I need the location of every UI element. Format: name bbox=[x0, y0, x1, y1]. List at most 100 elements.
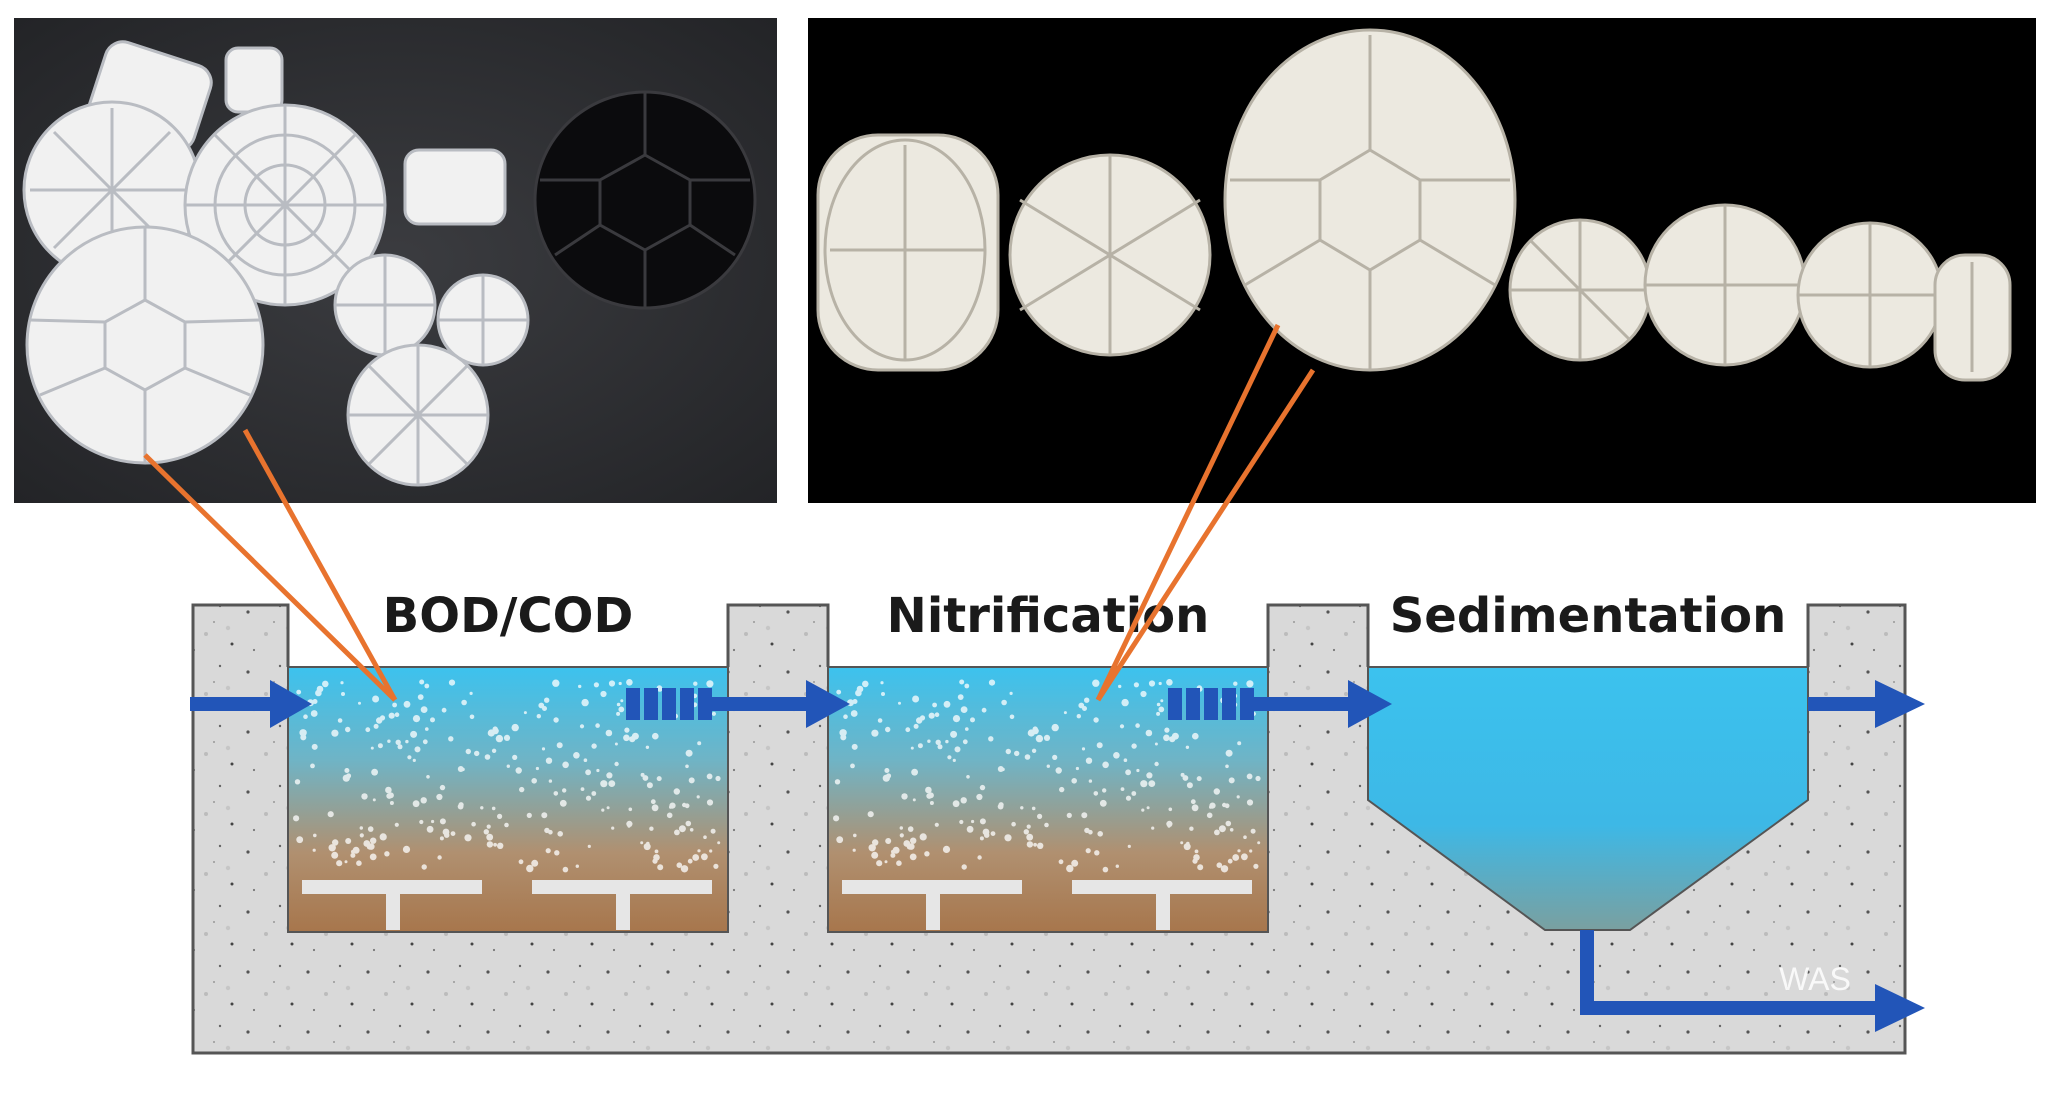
media-particle bbox=[954, 746, 961, 753]
photo-media-size-range bbox=[808, 18, 2036, 503]
media-particle bbox=[1214, 829, 1220, 836]
media-particle bbox=[979, 784, 986, 791]
media-particle bbox=[511, 723, 519, 732]
media-particle bbox=[614, 761, 619, 767]
media-particle bbox=[937, 744, 943, 750]
media-particle bbox=[526, 864, 534, 873]
media-particle bbox=[1193, 854, 1200, 861]
media-particle bbox=[493, 842, 497, 847]
media-particle bbox=[1166, 679, 1173, 686]
media-particle bbox=[518, 859, 524, 865]
was-arrow bbox=[1580, 930, 1925, 1032]
media-particle bbox=[559, 799, 567, 807]
media-particle bbox=[1026, 824, 1031, 829]
media-particle bbox=[1014, 750, 1020, 757]
media-particle bbox=[1146, 772, 1153, 779]
media-particle bbox=[379, 715, 386, 721]
media-particle bbox=[431, 819, 435, 824]
media-particle bbox=[1185, 745, 1190, 749]
media-particle bbox=[410, 730, 418, 738]
media-particle bbox=[919, 715, 926, 721]
media-particle bbox=[706, 680, 714, 688]
media-particle bbox=[531, 859, 539, 867]
media-particle bbox=[1243, 835, 1247, 839]
media-particle bbox=[331, 851, 339, 859]
media-particle bbox=[626, 679, 633, 686]
media-particle bbox=[1194, 849, 1199, 854]
media-particle bbox=[911, 768, 918, 776]
media-particle bbox=[425, 727, 429, 731]
media-particle bbox=[312, 699, 318, 704]
media-particle bbox=[1102, 866, 1109, 873]
media-particle bbox=[469, 691, 473, 696]
stage-label-nitrification: Nitrification bbox=[887, 588, 1210, 644]
media-particle bbox=[868, 844, 876, 852]
media-particle bbox=[412, 758, 416, 763]
media-particle bbox=[966, 775, 970, 779]
media-particle bbox=[389, 801, 394, 805]
media-particle bbox=[1160, 699, 1164, 703]
media-particle bbox=[1225, 749, 1233, 757]
media-particle bbox=[682, 802, 687, 808]
media-particle bbox=[710, 828, 716, 834]
media-particle bbox=[344, 860, 348, 864]
pointer-lines bbox=[143, 323, 1316, 702]
media-particle bbox=[852, 699, 858, 704]
media-particle bbox=[907, 826, 914, 832]
media-particle bbox=[345, 726, 351, 733]
media-particle bbox=[491, 748, 497, 753]
carrier-disc-spoked bbox=[183, 103, 387, 307]
media-particle bbox=[964, 683, 970, 689]
media-particle bbox=[709, 849, 713, 853]
media-particle bbox=[1058, 859, 1064, 865]
media-particle bbox=[412, 715, 421, 723]
media-particle bbox=[666, 812, 673, 819]
media-particle bbox=[990, 831, 996, 836]
media-particle bbox=[419, 679, 425, 685]
inlet-arrow bbox=[190, 680, 312, 728]
media-particle bbox=[717, 841, 721, 845]
media-particle bbox=[871, 851, 879, 859]
media-particle bbox=[605, 729, 613, 737]
media-particle bbox=[426, 825, 434, 833]
media-particle bbox=[1011, 821, 1016, 827]
media-particle bbox=[421, 864, 427, 870]
media-particle bbox=[419, 819, 424, 825]
media-particle bbox=[371, 768, 378, 776]
media-particle bbox=[359, 833, 364, 838]
media-particle bbox=[706, 799, 714, 806]
media-particle bbox=[437, 855, 442, 860]
media-particle bbox=[836, 689, 842, 695]
media-particle bbox=[1253, 863, 1259, 869]
media-particle bbox=[1196, 776, 1202, 782]
media-particle bbox=[979, 836, 984, 841]
media-particle bbox=[1135, 723, 1140, 728]
media-particle bbox=[1005, 748, 1011, 755]
media-particle bbox=[1119, 724, 1125, 729]
media-particle bbox=[1115, 864, 1120, 868]
media-particle bbox=[1076, 714, 1082, 719]
media-particle bbox=[1023, 829, 1029, 835]
media-particle bbox=[929, 801, 934, 805]
media-particle bbox=[448, 679, 456, 686]
media-particle bbox=[988, 679, 996, 686]
media-particle bbox=[1148, 680, 1156, 687]
media-particle bbox=[962, 739, 968, 745]
media-particles bbox=[293, 679, 721, 873]
media-particle bbox=[1004, 834, 1012, 842]
media-particle bbox=[981, 707, 987, 713]
media-particle bbox=[1031, 748, 1037, 753]
media-particle bbox=[1102, 761, 1109, 769]
media-particle bbox=[1148, 780, 1156, 787]
media-particle bbox=[620, 699, 624, 703]
effluent-arrow bbox=[1808, 680, 1925, 728]
media-particle bbox=[892, 846, 900, 854]
transfer-arrow bbox=[712, 680, 850, 728]
media-particle bbox=[392, 702, 397, 708]
media-particle bbox=[1088, 779, 1093, 783]
media-particle bbox=[867, 811, 874, 818]
media-particle bbox=[1052, 754, 1058, 761]
media-particle bbox=[601, 808, 605, 812]
media-particle bbox=[979, 818, 986, 825]
media-particle bbox=[596, 768, 600, 773]
